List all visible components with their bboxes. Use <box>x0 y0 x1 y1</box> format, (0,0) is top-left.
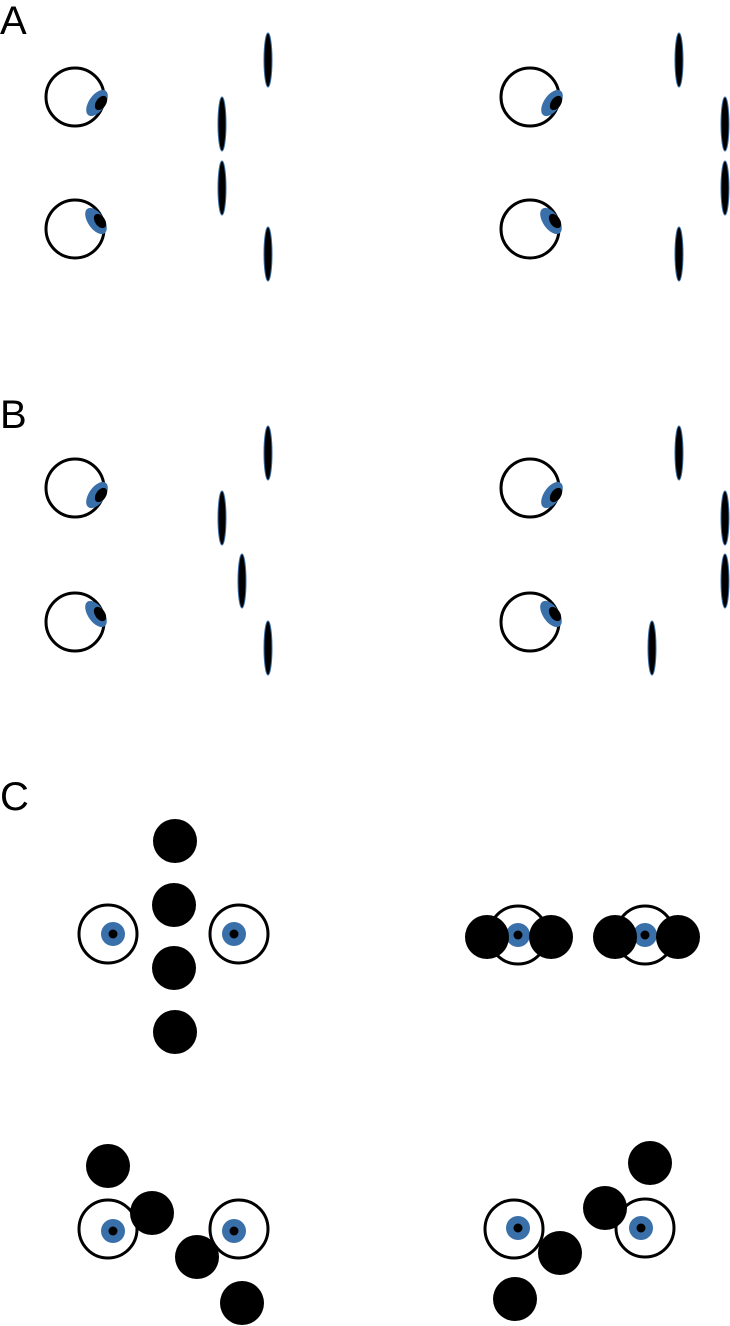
eye-pupil <box>636 1223 646 1233</box>
eye-upper-left <box>44 66 108 128</box>
eye-pupil <box>640 930 650 940</box>
bar <box>263 425 273 481</box>
bar <box>720 490 730 546</box>
bar-set-left <box>217 32 273 282</box>
eye-upper-left <box>44 457 108 519</box>
eye-pupil <box>108 929 118 939</box>
eye-pupil <box>108 1226 118 1236</box>
configuration-top-right <box>465 904 700 966</box>
eye-pupil <box>549 487 563 503</box>
bar <box>217 160 227 216</box>
bar <box>674 226 684 282</box>
eye-pupil <box>229 1226 239 1236</box>
dot <box>465 915 509 959</box>
panel-label-a: A <box>0 0 27 43</box>
eye-lower-left <box>44 198 107 260</box>
eye-lower-left <box>44 591 107 653</box>
eye <box>77 1198 139 1260</box>
dot <box>86 1144 130 1188</box>
eye-pupil <box>93 213 107 229</box>
eye-pupil <box>513 930 523 940</box>
eye <box>77 903 139 965</box>
bar <box>263 32 273 88</box>
bar <box>217 490 227 546</box>
configuration-bottom-left <box>77 1144 270 1325</box>
eye-upper-right <box>499 66 563 128</box>
dot <box>153 819 197 863</box>
dot <box>593 915 637 959</box>
eye <box>614 1197 676 1259</box>
dot <box>628 1141 672 1185</box>
eye-pupil <box>513 1223 523 1233</box>
bar <box>263 226 273 282</box>
eye-pupil <box>93 606 107 622</box>
bar <box>720 96 730 152</box>
bar <box>674 32 684 88</box>
bar-set-left <box>217 425 273 676</box>
eye-upper-right <box>499 457 563 519</box>
eye-pupil <box>94 95 108 111</box>
dot <box>175 1235 219 1279</box>
panel-c: C <box>0 775 700 1325</box>
configuration-bottom-right <box>483 1141 676 1321</box>
dot <box>529 915 573 959</box>
dot <box>220 1281 264 1325</box>
bar-set-right <box>674 32 730 282</box>
dot <box>538 1231 582 1275</box>
dot <box>130 1191 174 1235</box>
dot <box>583 1186 627 1230</box>
eye-pupil <box>549 95 563 111</box>
eye-pupil <box>548 213 562 229</box>
bar <box>720 553 730 609</box>
bar-set-right <box>647 425 730 676</box>
eye-pupil <box>229 929 239 939</box>
configuration-top-left <box>77 819 270 1054</box>
eye <box>208 903 270 965</box>
bar <box>674 425 684 481</box>
panel-label-b: B <box>0 393 27 437</box>
dot <box>656 915 700 959</box>
bar <box>217 96 227 152</box>
dot <box>493 1277 537 1321</box>
panel-b: B <box>0 393 730 676</box>
eye-pupil <box>94 487 108 503</box>
bar <box>263 620 273 676</box>
dot <box>153 1010 197 1054</box>
bar <box>237 553 247 609</box>
eye <box>483 1198 545 1260</box>
panel-label-c: C <box>0 775 29 819</box>
dot <box>152 946 196 990</box>
dot <box>152 883 196 927</box>
panel-a: A <box>0 0 730 282</box>
eye <box>208 1198 270 1260</box>
eye-lower-right <box>499 591 562 653</box>
bar <box>647 620 657 676</box>
bar <box>720 160 730 216</box>
eye-pupil <box>548 606 562 622</box>
eye-lower-right <box>499 198 562 260</box>
